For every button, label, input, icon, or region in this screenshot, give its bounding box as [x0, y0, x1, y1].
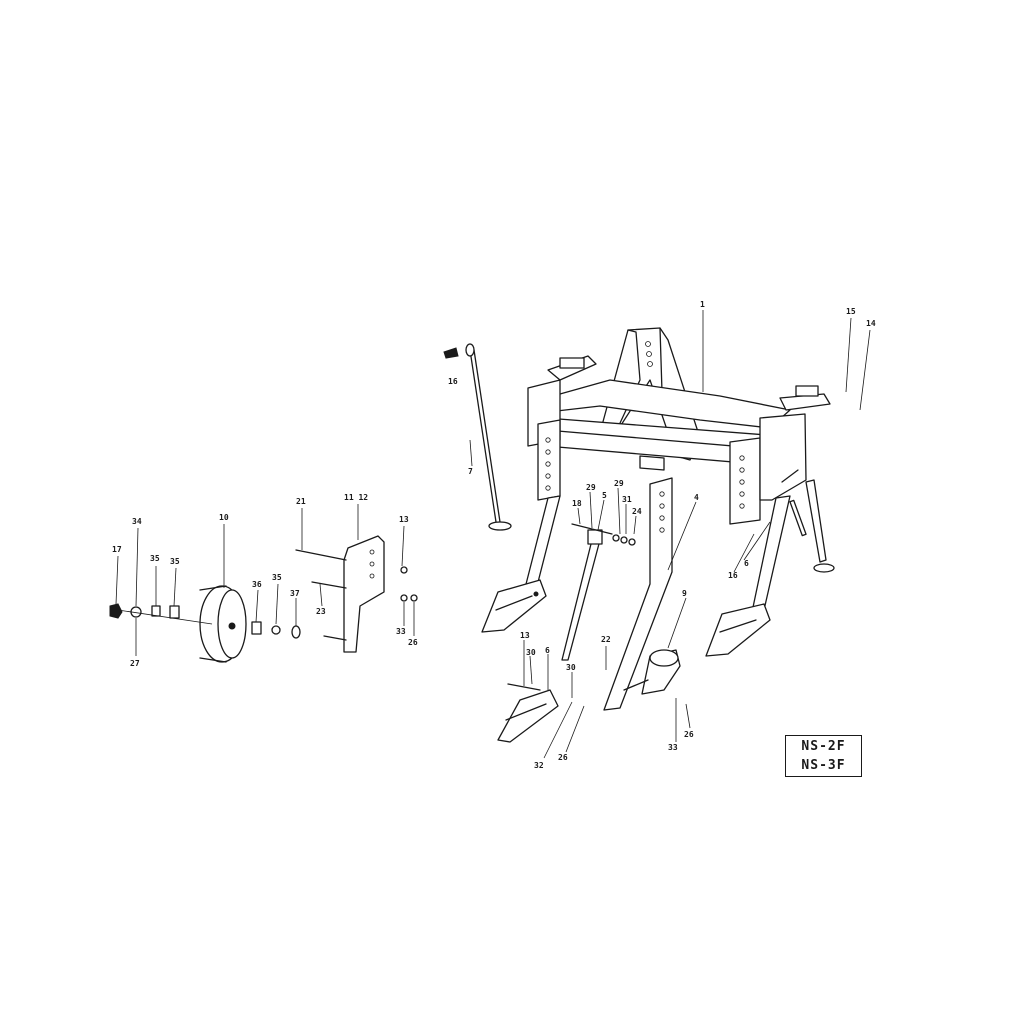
label-13-bracket: 13	[399, 515, 409, 524]
leader-lines	[115, 310, 871, 759]
label-16-right: 16	[728, 571, 738, 580]
wheel-bracket	[295, 535, 385, 653]
label-5: 5	[602, 491, 607, 500]
label-4: 4	[694, 493, 699, 502]
left-shank	[481, 495, 561, 633]
label-11-12: 11 12	[344, 493, 368, 502]
label-26-front: 26	[558, 753, 568, 762]
part-labels: 1 15 14 16 7 4 18 29 5 29 31 24 6 16 9 1…	[112, 300, 876, 770]
label-34: 34	[132, 517, 142, 526]
label-21: 21	[296, 497, 306, 506]
model-code-ns-3f: NS-3F	[801, 758, 846, 773]
wing-share	[623, 649, 681, 695]
label-9: 9	[682, 589, 687, 598]
main-frame	[527, 327, 831, 525]
label-16-stand: 16	[448, 377, 458, 386]
wheel-hardware	[109, 566, 418, 639]
label-10: 10	[219, 513, 229, 522]
label-35-b: 35	[170, 557, 180, 566]
model-code-box: NS-2F NS-3F	[785, 735, 862, 777]
label-32: 32	[534, 761, 544, 770]
brace-rod	[561, 523, 636, 661]
label-31: 31	[622, 495, 632, 504]
centre-shank	[603, 477, 673, 711]
depth-wheel	[199, 585, 247, 663]
label-23: 23	[316, 607, 326, 616]
label-14: 14	[866, 319, 876, 328]
label-26-bracket: 26	[408, 638, 418, 647]
label-29-right: 29	[614, 479, 624, 488]
label-15: 15	[846, 307, 856, 316]
label-1: 1	[700, 300, 705, 309]
label-6-right: 6	[744, 559, 749, 568]
label-18: 18	[572, 499, 582, 508]
model-code-ns-2f: NS-2F	[801, 739, 846, 754]
support-stand	[443, 343, 512, 531]
label-30-left: 30	[526, 648, 536, 657]
label-27: 27	[130, 659, 140, 668]
label-26-wing: 26	[684, 730, 694, 739]
label-29-left: 29	[586, 483, 596, 492]
label-35-a: 35	[150, 554, 160, 563]
label-33-wing: 33	[668, 743, 678, 752]
label-22: 22	[601, 635, 611, 644]
label-35-c: 35	[272, 573, 282, 582]
front-point	[497, 683, 559, 743]
right-shank	[705, 469, 835, 657]
label-7: 7	[468, 467, 473, 476]
label-13-front: 13	[520, 631, 530, 640]
label-33-bracket: 33	[396, 627, 406, 636]
label-37: 37	[290, 589, 300, 598]
label-24: 24	[632, 507, 642, 516]
label-17: 17	[112, 545, 122, 554]
label-30-right: 30	[566, 663, 576, 672]
label-36: 36	[252, 580, 262, 589]
label-6-front: 6	[545, 646, 550, 655]
